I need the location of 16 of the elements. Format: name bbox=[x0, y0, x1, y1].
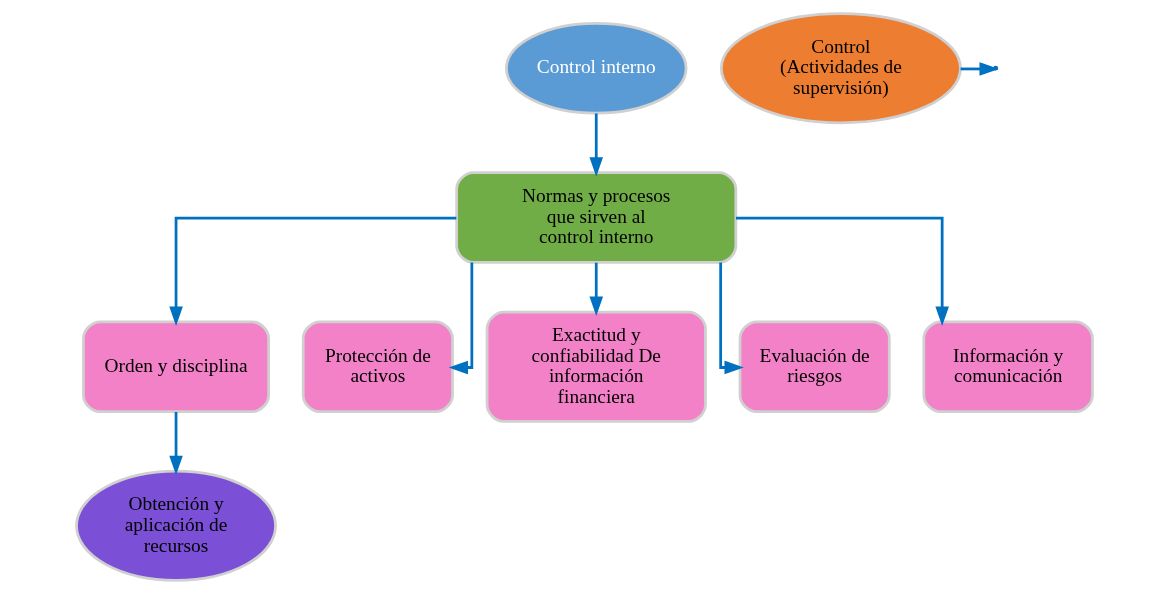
arrow bbox=[588, 113, 603, 177]
arrow bbox=[735, 216, 949, 326]
node-ellipse: Obtención y aplicación de recursos bbox=[74, 469, 277, 582]
node-box: Exactitud y confiabilidad De información financiera bbox=[485, 310, 707, 423]
node-box: Normas y procesos que sirven al control interno bbox=[454, 171, 737, 264]
node-box: Protección de activos bbox=[301, 320, 454, 414]
arrow bbox=[448, 262, 473, 375]
node-ellipse: Control (Actividades de supervisión) bbox=[719, 12, 962, 125]
arrow bbox=[168, 411, 183, 476]
arrow bbox=[718, 262, 744, 375]
arrow bbox=[588, 262, 603, 316]
arrow bbox=[168, 216, 456, 326]
node-box: Información y comunicación bbox=[921, 320, 1094, 414]
node-ellipse: Control interno bbox=[504, 21, 687, 115]
node-box: Evaluación de riesgos bbox=[738, 320, 891, 414]
node-box: Orden y disciplina bbox=[81, 320, 270, 414]
